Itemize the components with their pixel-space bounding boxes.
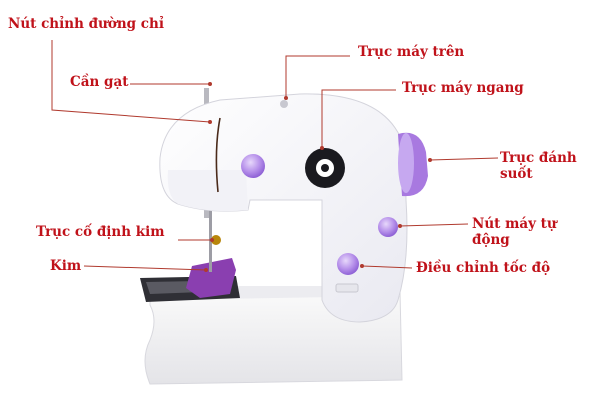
label-speed-control: Điều chỉnh tốc độ	[416, 260, 550, 276]
label-auto-button: Nút máy tự động	[472, 216, 594, 248]
speed-knob	[337, 253, 359, 275]
leader-needle	[84, 266, 206, 270]
bobbin-wheel-rim	[398, 133, 414, 193]
stitch-dial	[305, 148, 345, 188]
speed-switch	[336, 284, 358, 292]
leader-bobbin-wheel	[430, 158, 498, 160]
upper-shaft-pin	[280, 100, 288, 108]
auto-button-knob	[378, 217, 398, 237]
label-thread-knob: Nút chỉnh đường chỉ	[8, 16, 173, 32]
label-bobbin-shaft: Trục đánh suốt	[500, 150, 596, 182]
leader-upper-shaft	[286, 56, 350, 98]
label-upper-shaft: Trục máy trên	[358, 44, 464, 60]
leader-auto-button	[400, 224, 468, 226]
tension-knob	[241, 154, 265, 178]
label-lever: Cần gạt	[70, 74, 128, 90]
label-horizontal-shaft: Trục máy ngang	[402, 80, 524, 96]
label-needle: Kim	[50, 258, 81, 274]
label-needle-clamp: Trục cố định kim	[36, 224, 165, 240]
